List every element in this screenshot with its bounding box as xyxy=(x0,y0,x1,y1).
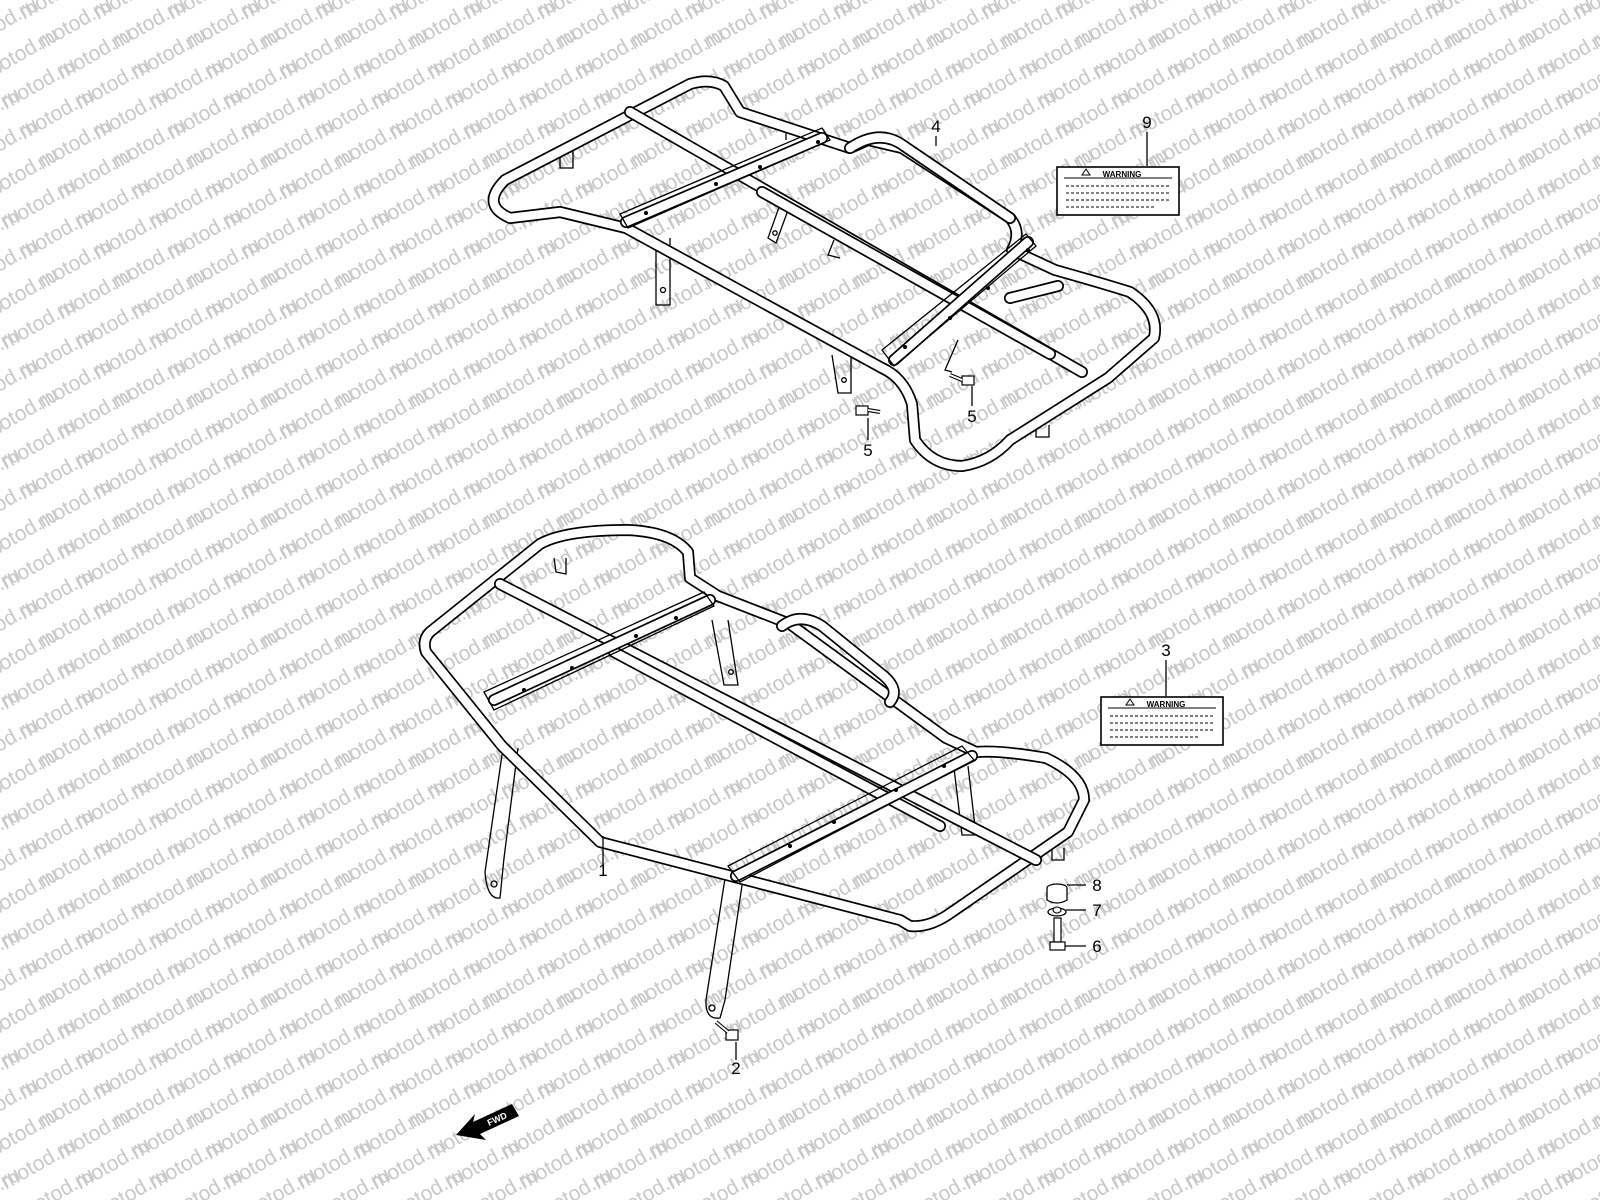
callout-8: 8 xyxy=(1092,876,1101,895)
callout-4: 4 xyxy=(931,117,940,136)
callout-2: 2 xyxy=(731,1059,740,1078)
callout-5-left: 5 xyxy=(863,441,872,460)
callout-7: 7 xyxy=(1092,901,1101,920)
callout-3: 3 xyxy=(1161,641,1170,660)
warning-label-3: WARNING xyxy=(1100,696,1224,746)
callout-6: 6 xyxy=(1092,937,1101,956)
bolt-5-left xyxy=(855,405,881,416)
warning-label-3-text: WARNING xyxy=(1147,700,1186,709)
warning-label-9-text: WARNING xyxy=(1103,170,1142,179)
cushion-8 xyxy=(1046,883,1068,904)
warning-label-9: WARNING xyxy=(1056,166,1180,216)
callout-5-right: 5 xyxy=(967,407,976,426)
callout-1: 1 xyxy=(598,861,607,880)
callout-9: 9 xyxy=(1142,113,1151,132)
